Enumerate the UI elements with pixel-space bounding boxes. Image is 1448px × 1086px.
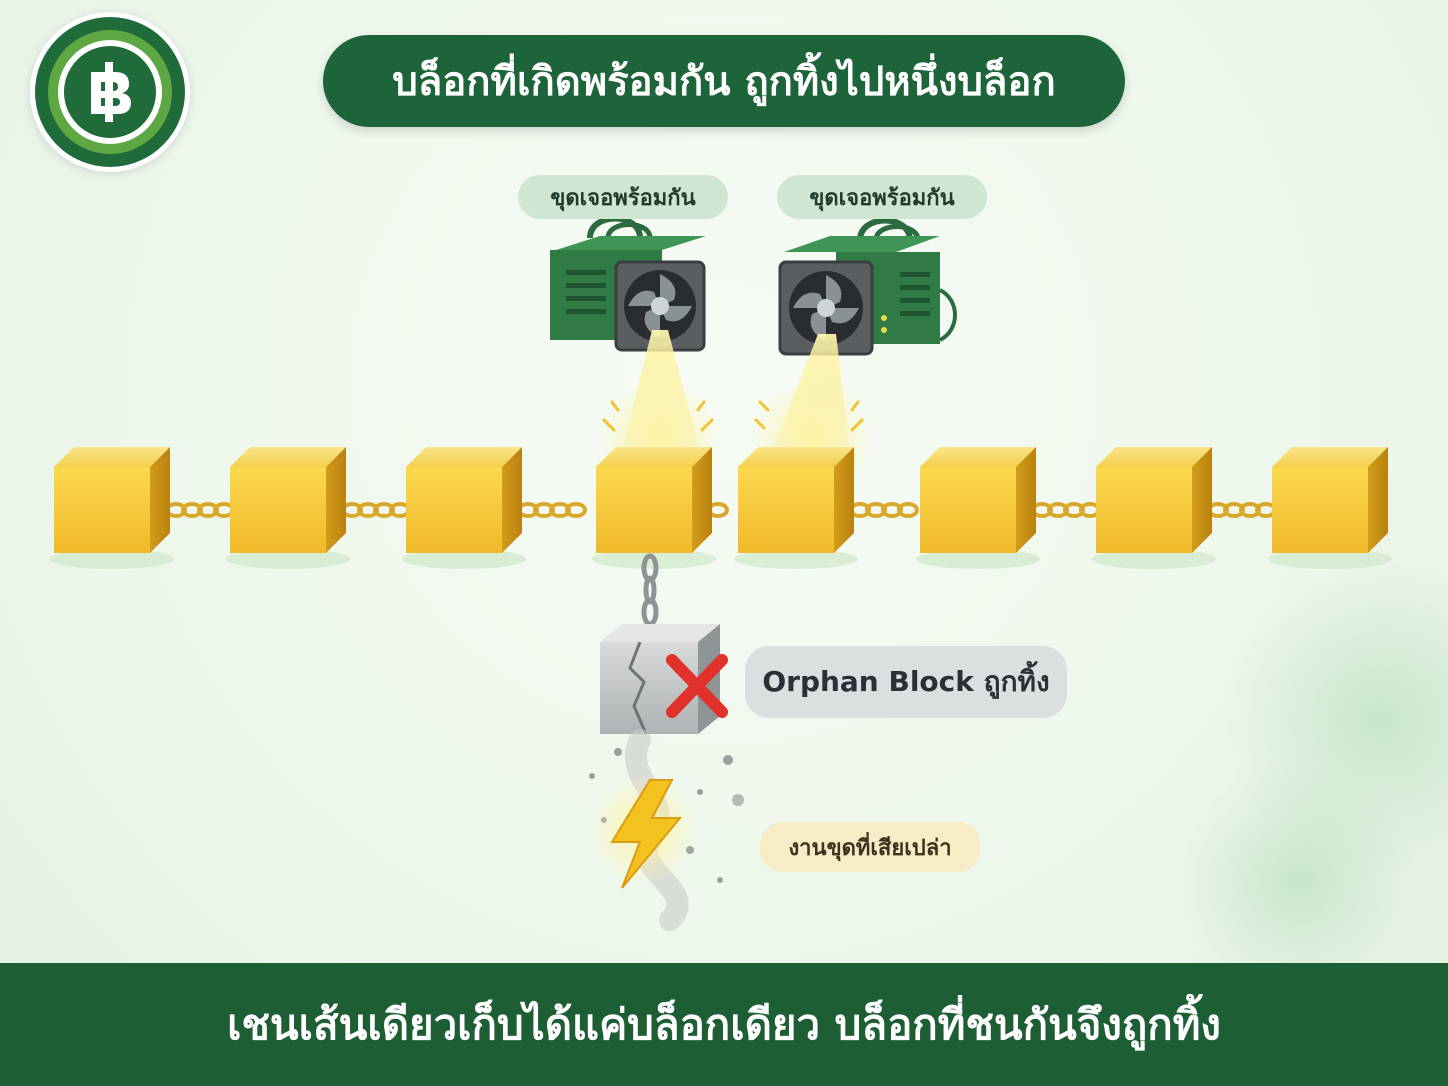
- background-blob: [1180, 760, 1420, 1000]
- chain-block: [916, 447, 1040, 569]
- page-title: บล็อกที่เกิดพร้อมกัน ถูกทิ้งไปหนึ่งบล็อก: [323, 35, 1125, 127]
- lightning-icon: [610, 779, 683, 889]
- miner-tag-right: ขุดเจอพร้อมกัน: [777, 175, 987, 219]
- chain-link: [1031, 502, 1101, 518]
- sparkle-marks: [602, 400, 864, 432]
- orphan-block: [600, 624, 720, 735]
- orphan-block-label: Orphan Block ถูกทิ้ง: [745, 646, 1067, 718]
- brand-logo: [30, 12, 190, 172]
- mining-rig-right: [778, 217, 957, 356]
- chain-block: [226, 447, 350, 569]
- cross-icon: [666, 654, 728, 718]
- chain-link: [341, 502, 411, 518]
- blockchain: [50, 447, 1392, 569]
- chain-block: [50, 447, 174, 569]
- chain-block: [734, 447, 858, 569]
- chain-block: [1092, 447, 1216, 569]
- chain-block: [1268, 447, 1392, 569]
- chain-block: [402, 447, 526, 569]
- baht-icon: [91, 62, 131, 122]
- chain-link: [849, 502, 919, 518]
- chain-block: [592, 447, 716, 569]
- footer-caption: เชนเส้นเดียวเก็บได้แค่บล็อกเดียว บล็อกที…: [0, 963, 1448, 1086]
- wasted-work-label: งานขุดที่เสียเปล่า: [760, 822, 980, 872]
- chain-link: [165, 502, 235, 518]
- chain-link: [517, 502, 587, 518]
- miner-tag-left: ขุดเจอพร้อมกัน: [518, 175, 728, 219]
- mining-rig-left: [550, 215, 706, 352]
- chain-link: [1207, 502, 1277, 518]
